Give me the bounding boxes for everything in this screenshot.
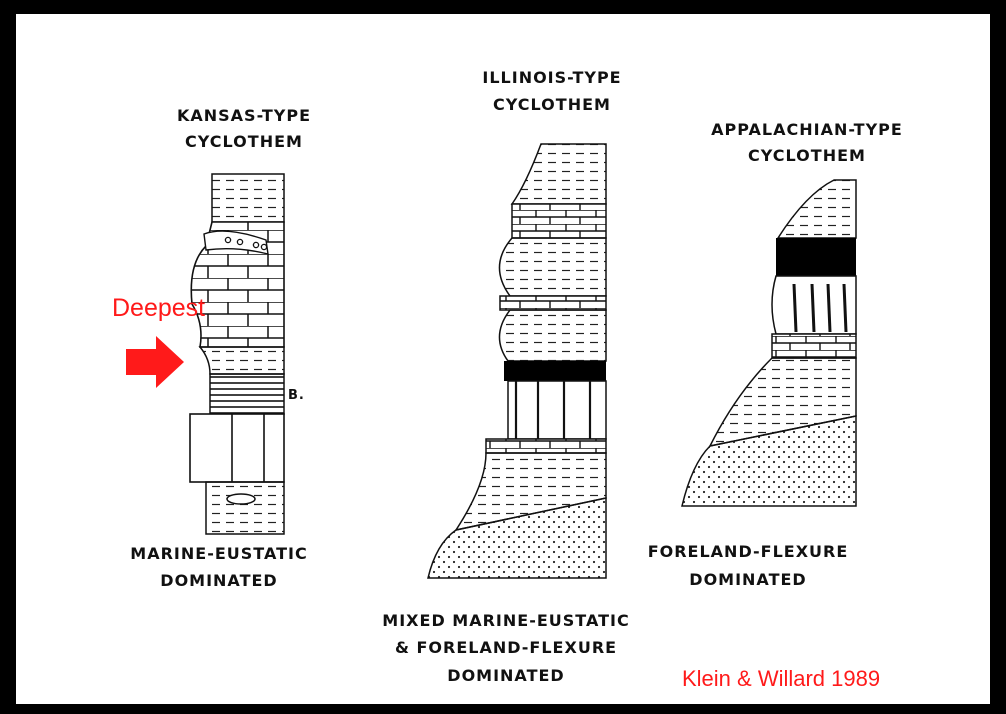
kansas-coal-zone [210, 374, 284, 414]
appalachian-caption-line1: FORELAND-FLEXURE [628, 542, 868, 561]
kansas-title-line1: KANSAS-TYPE [156, 106, 332, 125]
illinois-caption-line1: MIXED MARINE-EUSTATIC [316, 611, 696, 630]
illinois-column [428, 144, 606, 578]
illinois-title-line2: CYCLOTHEM [466, 95, 638, 114]
illinois-caption-line3: DOMINATED [316, 666, 696, 685]
illinois-coal [504, 361, 606, 381]
kansas-title-line2: CYCLOTHEM [156, 132, 332, 151]
kansas-bottom-shale [206, 482, 284, 534]
kansas-bed-marker: B. [288, 388, 305, 403]
appalachian-column [682, 180, 856, 506]
deepest-arrow-icon [126, 336, 184, 388]
appalachian-title-line2: CYCLOTHEM [696, 146, 918, 165]
appalachian-title-line1: APPALACHIAN-TYPE [696, 120, 918, 139]
deepest-label: Deepest [112, 294, 205, 323]
slide: KANSAS-TYPE CYCLOTHEM B. MARINE-EUSTATIC… [16, 14, 990, 704]
citation-label: Klein & Willard 1989 [682, 666, 880, 692]
kansas-caption-line1: MARINE-EUSTATIC [108, 544, 330, 563]
illinois-title-line1: ILLINOIS-TYPE [466, 68, 638, 87]
kansas-column [190, 174, 284, 534]
kansas-shale-deep [200, 347, 284, 374]
appalachian-caption-line2: DOMINATED [628, 570, 868, 589]
kansas-top-shale [212, 174, 284, 222]
illinois-caption-line2: & FORELAND-FLEXURE [316, 638, 696, 657]
kansas-caption-line2: DOMINATED [108, 571, 330, 590]
kansas-underclay [190, 414, 284, 482]
appalachian-coal [776, 238, 856, 276]
